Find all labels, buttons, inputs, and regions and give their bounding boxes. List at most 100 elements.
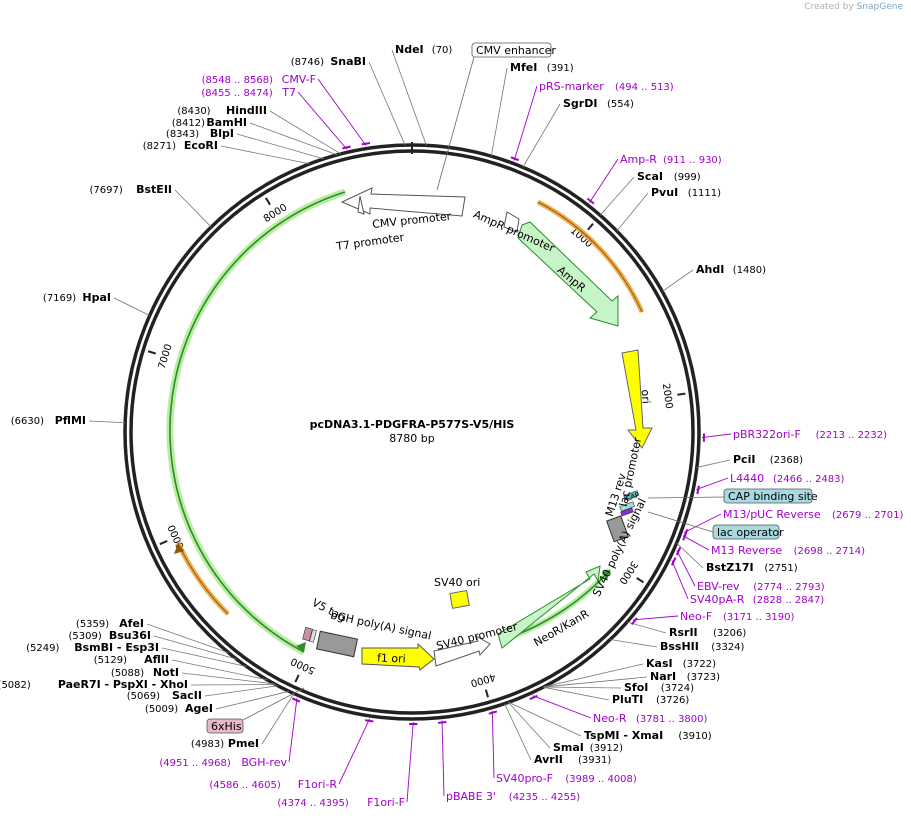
restriction-site: SnaBI(8746) [291,55,406,146]
restriction-site: HindIII(8430) [177,104,342,155]
primer-site: Neo-R (3781 .. 3800) [529,694,708,725]
primer-site: M13/pUC Reverse(2679 .. 2701) [683,508,904,538]
primer-site: CMV-F(8548 .. 8568) [202,73,371,146]
restriction-site: PciI(2368) [696,453,803,468]
primer-leader [632,615,679,621]
restriction-site: BlpI (8343) [166,127,324,160]
primer-site: Amp-R (911 .. 930) [586,153,722,205]
site-position: (3724) [661,683,694,694]
primer-leader [532,695,592,719]
restriction-site: TspMI - XmaI(3910) [508,701,712,742]
f1-ori-label: f1 ori [377,652,406,666]
site-name: AhdI [696,263,724,276]
site-name: KasI [646,657,673,670]
site-leader [215,690,290,710]
primer-range: (911 .. 930) [663,155,722,166]
primer-site: EBV-rev(2774 .. 2793) [675,547,825,593]
site-leader [153,635,237,660]
site-name: BlpI [210,127,234,140]
primer-range: (4951 .. 4968) [159,758,231,769]
primer-mark [586,197,595,205]
primer-name: pBABE 3' [446,790,496,803]
site-leader [174,189,212,228]
primer-range: (8548 .. 8568) [202,75,274,86]
restriction-site: AgeI(5009) [145,690,290,715]
site-position: (8430) [177,106,210,117]
site-name: PmeI [228,737,259,750]
site-leader [508,701,582,737]
site-position: (70) [432,45,453,56]
restriction-site: NdeI(70) [391,43,453,146]
site-position: (3324) [711,642,744,653]
cmv-promoter-arrow [340,187,466,217]
site-position: (391) [547,63,574,74]
site-name: AvrII [534,753,563,766]
site-leader [88,420,126,424]
primer-mark [342,145,351,150]
restriction-site: KasI(3722) [543,657,716,688]
primer-site: SV40pro-F(3989 .. 4008) [488,710,637,785]
primer-leader [682,535,710,551]
site-position: (8412) [172,118,205,129]
primer-range: (3781 .. 3800) [636,714,708,725]
primer-name: Amp-R [620,153,657,166]
tick-label: 5000 [289,655,317,676]
restriction-site: BstEII(7697) [90,183,212,228]
site-position: (3931) [578,755,611,766]
tick-label: 6000 [167,523,187,551]
primer-leader [441,720,445,797]
site-name: PflMI [55,414,86,427]
site-position: (4983) [191,739,224,750]
site-leader [696,459,731,468]
site-name: NarI [650,670,676,683]
site-position: (1111) [688,188,721,199]
site-name: BamHI [206,116,247,129]
site-name: TspMI - XmaI [584,729,663,742]
site-position: (3912) [590,743,623,754]
restriction-site: SacII(5069) [127,685,279,702]
primer-sites: pRS-marker(494 .. 513)Amp-R (911 .. 930) p… [159,73,903,809]
restriction-site: SfoI(3724) [543,681,694,694]
site-leader [543,686,610,701]
tick-label: 4000 [469,671,496,689]
site-leader [504,703,532,761]
site-position: (3726) [656,695,689,706]
primer-mark [630,617,638,626]
site-position: (8746) [291,57,324,68]
primer-mark [365,719,374,723]
site-position: (5359) [76,619,109,630]
site-position: (8343) [166,129,199,140]
primer-name: EBV-rev [697,580,740,593]
feature-shapes [302,187,653,671]
primer-name: SV40pA-R [690,593,745,606]
primer-site: pRS-marker(494 .. 513) [510,80,674,162]
primer-mark [488,710,498,715]
primer-mark [361,142,371,146]
neokanr-arrow [497,565,601,649]
restriction-site: PvuI(1111) [616,186,721,232]
site-position: (999) [674,172,701,183]
restriction-site: PaeR7I - PspXI - XhoI(5082) [0,678,276,691]
site-position: (5082) [0,680,31,691]
primer-name: M13/pUC Reverse [723,508,821,521]
primer-leader [676,550,696,587]
site-name: BstZ17I [706,561,754,574]
plasmid-title-block: pcDNA3.1-PDGFRA-P577S-V5/HIS 8780 bp [310,418,515,445]
site-name: ScaI [637,170,663,183]
restriction-site: BamHI(8412) [172,116,338,156]
site-leader [599,176,635,216]
primer-site: M13 Reverse(2698 .. 2714) [682,532,865,557]
site-leader [543,686,622,689]
site-leader [113,297,150,316]
site-name: SmaI [553,741,584,754]
restriction-site: BstZ17I(2751) [676,542,798,574]
sv40pa-box [606,515,629,543]
site-name: Bsu36I [109,629,151,642]
site-position: (5249) [26,643,59,654]
primer-name: Neo-R [593,712,627,725]
his-box [309,629,317,643]
site-name: PluTI [612,693,643,706]
site-position: (3206) [713,628,746,639]
cap-binding-site-label: CAP binding site [728,490,818,503]
primer-name: M13 Reverse [711,544,782,557]
